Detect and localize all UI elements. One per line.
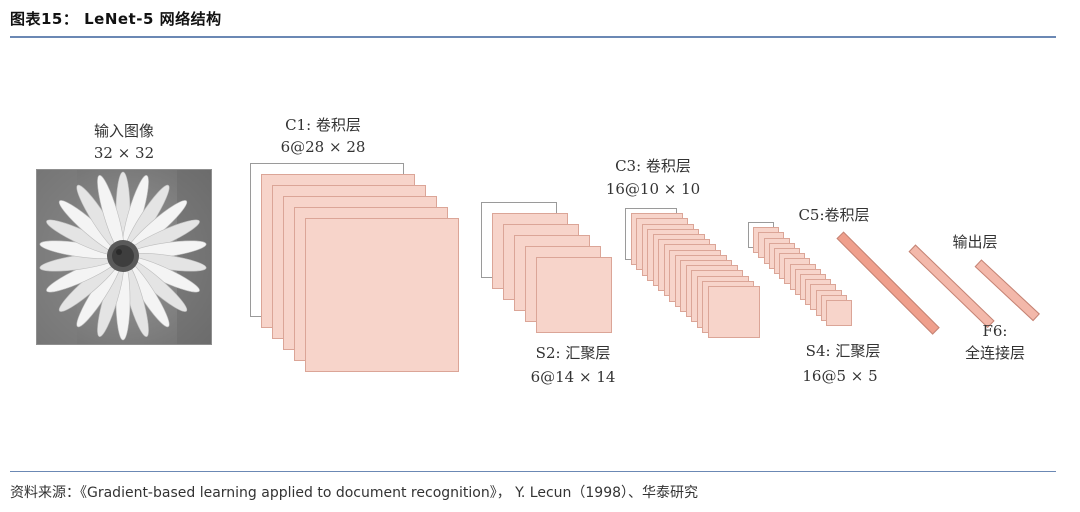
top-divider bbox=[10, 36, 1056, 38]
f6-subtitle: 全连接层 bbox=[950, 342, 1040, 364]
s4-feature-map bbox=[826, 300, 852, 326]
bottom-divider bbox=[10, 471, 1056, 472]
source-note: 资料来源：《Gradient-based learning applied to… bbox=[10, 482, 698, 502]
flower-picture bbox=[37, 170, 212, 345]
c1-feature-map bbox=[305, 218, 459, 372]
f6-title: F6: bbox=[965, 320, 1025, 342]
c3-feature-map bbox=[708, 286, 760, 338]
s4-title: S4: 汇聚层 bbox=[788, 340, 898, 362]
output-title: 输出层 bbox=[930, 231, 1020, 253]
input-flower-image bbox=[36, 169, 212, 345]
c5-title: C5:卷积层 bbox=[784, 204, 884, 226]
input-title: 输入图像 bbox=[84, 120, 164, 142]
input-size: 32 × 32 bbox=[84, 142, 164, 164]
c3-title: C3: 卷积层 bbox=[598, 155, 708, 177]
figure-title: 图表15： LeNet-5 网络结构 bbox=[10, 8, 222, 29]
s2-title: S2: 汇聚层 bbox=[518, 342, 628, 364]
s2-size: 6@14 × 14 bbox=[513, 366, 633, 388]
c1-size: 6@28 × 28 bbox=[263, 136, 383, 158]
c3-size: 16@10 × 10 bbox=[595, 178, 711, 200]
s4-size: 16@5 × 5 bbox=[790, 365, 890, 387]
s2-feature-map bbox=[536, 257, 612, 333]
c1-title: C1: 卷积层 bbox=[268, 114, 378, 136]
